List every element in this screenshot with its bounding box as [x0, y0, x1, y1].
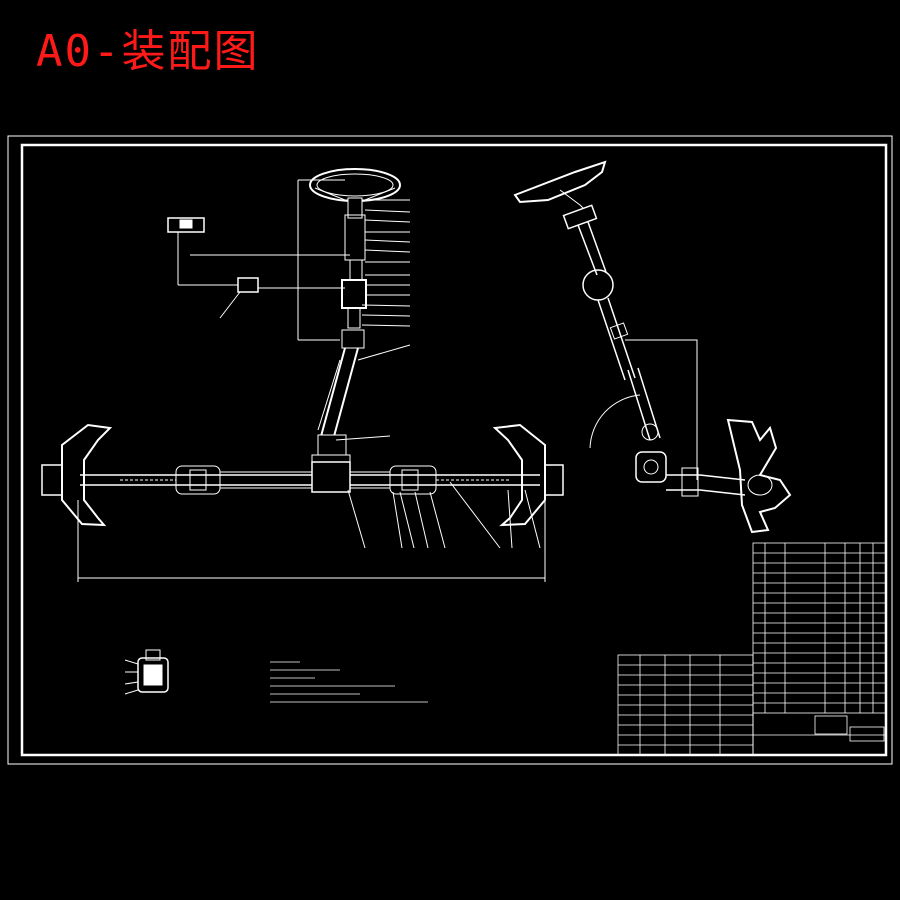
signal-connector: [167, 217, 350, 319]
parts-list-table: [752, 542, 887, 756]
title-block: [617, 654, 887, 756]
detail-view: [124, 649, 169, 695]
technical-notes: [270, 661, 428, 703]
steering-side-view: [513, 160, 792, 534]
steering-rack: [41, 423, 564, 582]
inner-frame: [20, 143, 888, 757]
outer-frame: [7, 135, 893, 765]
drawing-title: A0-装配图: [36, 26, 260, 77]
steering-column-front-view: [297, 168, 411, 476]
